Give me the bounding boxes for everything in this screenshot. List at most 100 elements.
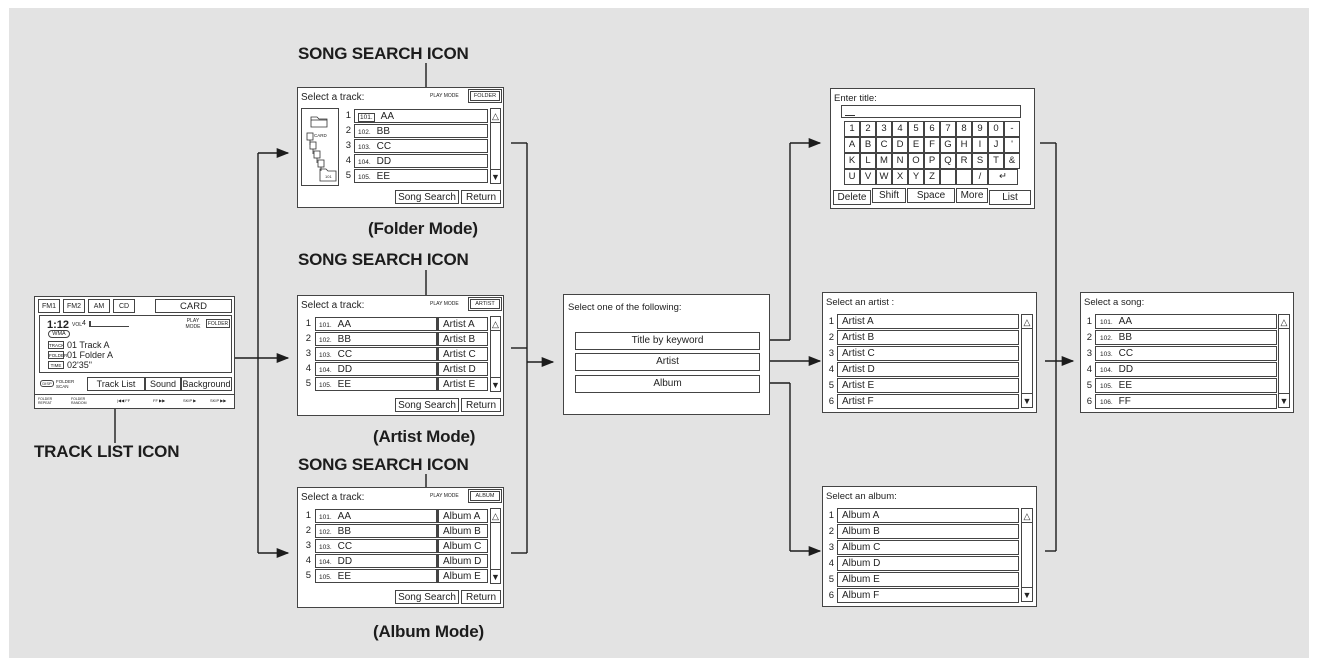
album-cell[interactable]: Album E: [436, 569, 488, 583]
scroll-down-icon[interactable]: ▼: [1279, 393, 1289, 407]
keyboard-key[interactable]: U: [844, 169, 860, 185]
keyboard-key[interactable]: Z: [924, 169, 940, 185]
tab-cd[interactable]: CD: [113, 299, 135, 313]
song-list-item[interactable]: 101.AA: [1095, 314, 1277, 329]
keyboard-key[interactable]: B: [860, 137, 876, 153]
keyboard-key[interactable]: Q: [940, 153, 956, 169]
album-list-item[interactable]: Album F: [837, 588, 1019, 603]
scroll-down-icon[interactable]: ▼: [1022, 393, 1032, 407]
artist-list-item[interactable]: Artist C: [837, 346, 1019, 361]
mode-badge[interactable]: FOLDER: [468, 89, 502, 103]
keyboard-key[interactable]: 6: [924, 121, 940, 137]
keyboard-key[interactable]: 0: [988, 121, 1004, 137]
album-button[interactable]: Album: [575, 375, 760, 393]
album-cell[interactable]: Album A: [436, 509, 488, 523]
folder-repeat-key[interactable]: FOLDER REPEAT: [38, 397, 53, 405]
album-cell[interactable]: Album B: [436, 524, 488, 538]
scroll-down-icon[interactable]: ▼: [491, 169, 500, 183]
keyboard-key[interactable]: V: [860, 169, 876, 185]
song-search-button[interactable]: Song Search: [395, 590, 459, 604]
track-row[interactable]: 102.BB: [354, 124, 488, 138]
return-button[interactable]: Return: [461, 190, 501, 204]
keyboard-key[interactable]: 4: [892, 121, 908, 137]
keyboard-key[interactable]: H: [956, 137, 972, 153]
artist-list-item[interactable]: Artist A: [837, 314, 1019, 329]
song-list-item[interactable]: 106.FF: [1095, 394, 1277, 409]
skip-back-key[interactable]: SKIP ▶: [183, 398, 197, 403]
tab-card[interactable]: CARD: [155, 299, 232, 313]
keyboard-key[interactable]: S: [972, 153, 988, 169]
keyboard-key[interactable]: ↵: [988, 169, 1018, 185]
tab-am[interactable]: AM: [88, 299, 110, 313]
scroll-up-icon[interactable]: △: [1022, 317, 1032, 329]
artist-list-item[interactable]: Artist E: [837, 378, 1019, 393]
keyboard-key[interactable]: 7: [940, 121, 956, 137]
artist-list-item[interactable]: Artist D: [837, 362, 1019, 377]
return-button[interactable]: Return: [461, 590, 501, 604]
title-by-keyword-button[interactable]: Title by keyword: [575, 332, 760, 350]
keyboard-key[interactable]: O: [908, 153, 924, 169]
mode-badge[interactable]: ALBUM: [468, 489, 502, 503]
keyboard-key[interactable]: /: [972, 169, 988, 185]
album-list-item[interactable]: Album D: [837, 556, 1019, 571]
artist-cell[interactable]: Artist C: [436, 347, 488, 361]
scroll-down-icon[interactable]: ▼: [1022, 587, 1032, 601]
keyboard-key[interactable]: J: [988, 137, 1004, 153]
keyboard-key[interactable]: X: [892, 169, 908, 185]
keyboard-key[interactable]: R: [956, 153, 972, 169]
keyboard-key[interactable]: C: [876, 137, 892, 153]
scrollbar[interactable]: △ ▼: [1278, 314, 1290, 408]
scroll-up-icon[interactable]: △: [491, 111, 500, 123]
keyboard-key[interactable]: ': [1004, 137, 1020, 153]
scrollbar[interactable]: △ ▼: [490, 108, 501, 184]
artist-cell[interactable]: Artist E: [436, 377, 488, 391]
keyboard-key[interactable]: [956, 169, 972, 185]
keyboard-key[interactable]: I: [972, 137, 988, 153]
list-key[interactable]: List: [989, 190, 1031, 205]
artist-list-item[interactable]: Artist F: [837, 394, 1019, 409]
track-list-button[interactable]: Track List: [87, 377, 145, 391]
keyboard-key[interactable]: 9: [972, 121, 988, 137]
keyboard-key[interactable]: 1: [844, 121, 860, 137]
song-list-item[interactable]: 103.CC: [1095, 346, 1277, 361]
song-search-button[interactable]: Song Search: [395, 398, 459, 412]
song-list-item[interactable]: 104.DD: [1095, 362, 1277, 377]
keyboard-key[interactable]: 8: [956, 121, 972, 137]
tab-fm1[interactable]: FM1: [38, 299, 60, 313]
album-list-item[interactable]: Album E: [837, 572, 1019, 587]
keyboard-key[interactable]: M: [876, 153, 892, 169]
track-row[interactable]: 105.EE: [354, 169, 488, 183]
keyboard-key[interactable]: 5: [908, 121, 924, 137]
artist-cell[interactable]: Artist B: [436, 332, 488, 346]
scrollbar[interactable]: △ ▼: [1021, 314, 1033, 408]
artist-cell[interactable]: Artist D: [436, 362, 488, 376]
scrollbar[interactable]: △ ▼: [1021, 508, 1033, 602]
title-input[interactable]: [841, 105, 1021, 118]
scroll-up-icon[interactable]: △: [491, 511, 500, 523]
keyboard-key[interactable]: F: [924, 137, 940, 153]
space-key[interactable]: Space: [907, 188, 955, 203]
scroll-up-icon[interactable]: △: [1022, 511, 1032, 523]
sound-button[interactable]: Sound: [145, 377, 181, 391]
track-row[interactable]: 104.DD: [354, 154, 488, 168]
keyboard-key[interactable]: E: [908, 137, 924, 153]
mode-badge[interactable]: ARTIST: [468, 297, 502, 311]
fast-forward-key[interactable]: FF ▶▶: [153, 398, 166, 403]
keyboard-key[interactable]: [940, 169, 956, 185]
song-list-item[interactable]: 102.BB: [1095, 330, 1277, 345]
scroll-up-icon[interactable]: △: [1279, 317, 1289, 329]
rewind-key[interactable]: |◀◀ FF: [117, 398, 131, 403]
keyboard-key[interactable]: 2: [860, 121, 876, 137]
artist-button[interactable]: Artist: [575, 353, 760, 371]
delete-key[interactable]: Delete: [833, 190, 871, 205]
background-button[interactable]: Background: [181, 377, 232, 391]
folder-random-key[interactable]: FOLDER RANDOM: [71, 397, 87, 405]
song-list-item[interactable]: 105.EE: [1095, 378, 1277, 393]
scroll-up-icon[interactable]: △: [491, 319, 500, 331]
keyboard-key[interactable]: -: [1004, 121, 1020, 137]
keyboard-key[interactable]: A: [844, 137, 860, 153]
more-key[interactable]: More: [956, 188, 988, 203]
track-row[interactable]: 103.CC: [354, 139, 488, 153]
keyboard-key[interactable]: Y: [908, 169, 924, 185]
keyboard-key[interactable]: G: [940, 137, 956, 153]
